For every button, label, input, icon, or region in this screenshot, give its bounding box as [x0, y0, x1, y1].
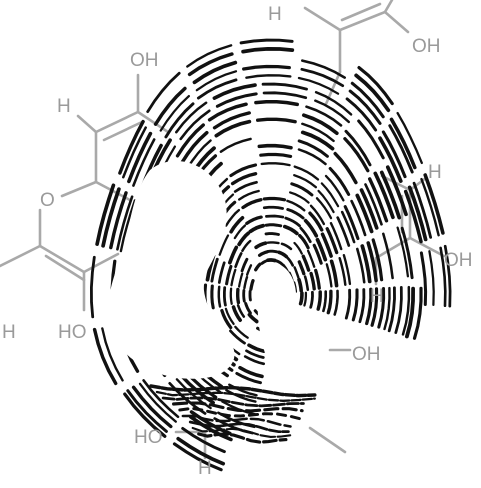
fingerprint-ridge: [212, 286, 213, 308]
fingerprint-ridge: [244, 290, 245, 301]
fingerprint-ridge: [251, 281, 253, 290]
atom-label-h-upper-left: H: [57, 96, 71, 117]
fingerprint-ridge: [264, 199, 284, 200]
fingerprint-ridge: [238, 290, 239, 303]
fingerprint-ridge: [266, 225, 281, 226]
atom-label-oh-top-right: OH: [412, 36, 441, 57]
fingerprint-ridge: [266, 216, 282, 217]
atom-label-h-right-lower: H: [370, 286, 384, 307]
fingerprint-ridge: [224, 288, 225, 305]
atom-label-oh-top-left: OH: [130, 50, 159, 71]
atom-label-ho-left: HO: [58, 322, 87, 343]
fingerprint-ridge: [318, 292, 320, 309]
fingerprint-ridge: [268, 260, 275, 261]
atom-label-h-right: H: [428, 162, 442, 183]
atom-label-oh-lower-right: OH: [352, 344, 381, 365]
fingerprint-ridge: [268, 242, 279, 243]
atom-label-h-bottom: H: [198, 458, 212, 479]
fingerprint-ridge: [259, 146, 291, 148]
fingerprint-ridge: [301, 293, 302, 304]
fingerprint-ridge: [268, 251, 277, 252]
fingerprint-ridge: [266, 234, 279, 235]
fingerprint-ridge: [231, 289, 232, 304]
atom-label-h-far-left: H: [2, 322, 16, 343]
fingerprint-ridge: [219, 287, 220, 307]
atom-label-ho-bottom: HO: [134, 427, 163, 448]
atom-label-o-ring: O: [40, 190, 55, 211]
fingerprint-ridge: [264, 207, 282, 208]
atom-label-oh-right: OH: [444, 250, 473, 271]
atom-label-h-top: H: [268, 4, 282, 25]
fingerprint-ridge: [299, 280, 301, 291]
